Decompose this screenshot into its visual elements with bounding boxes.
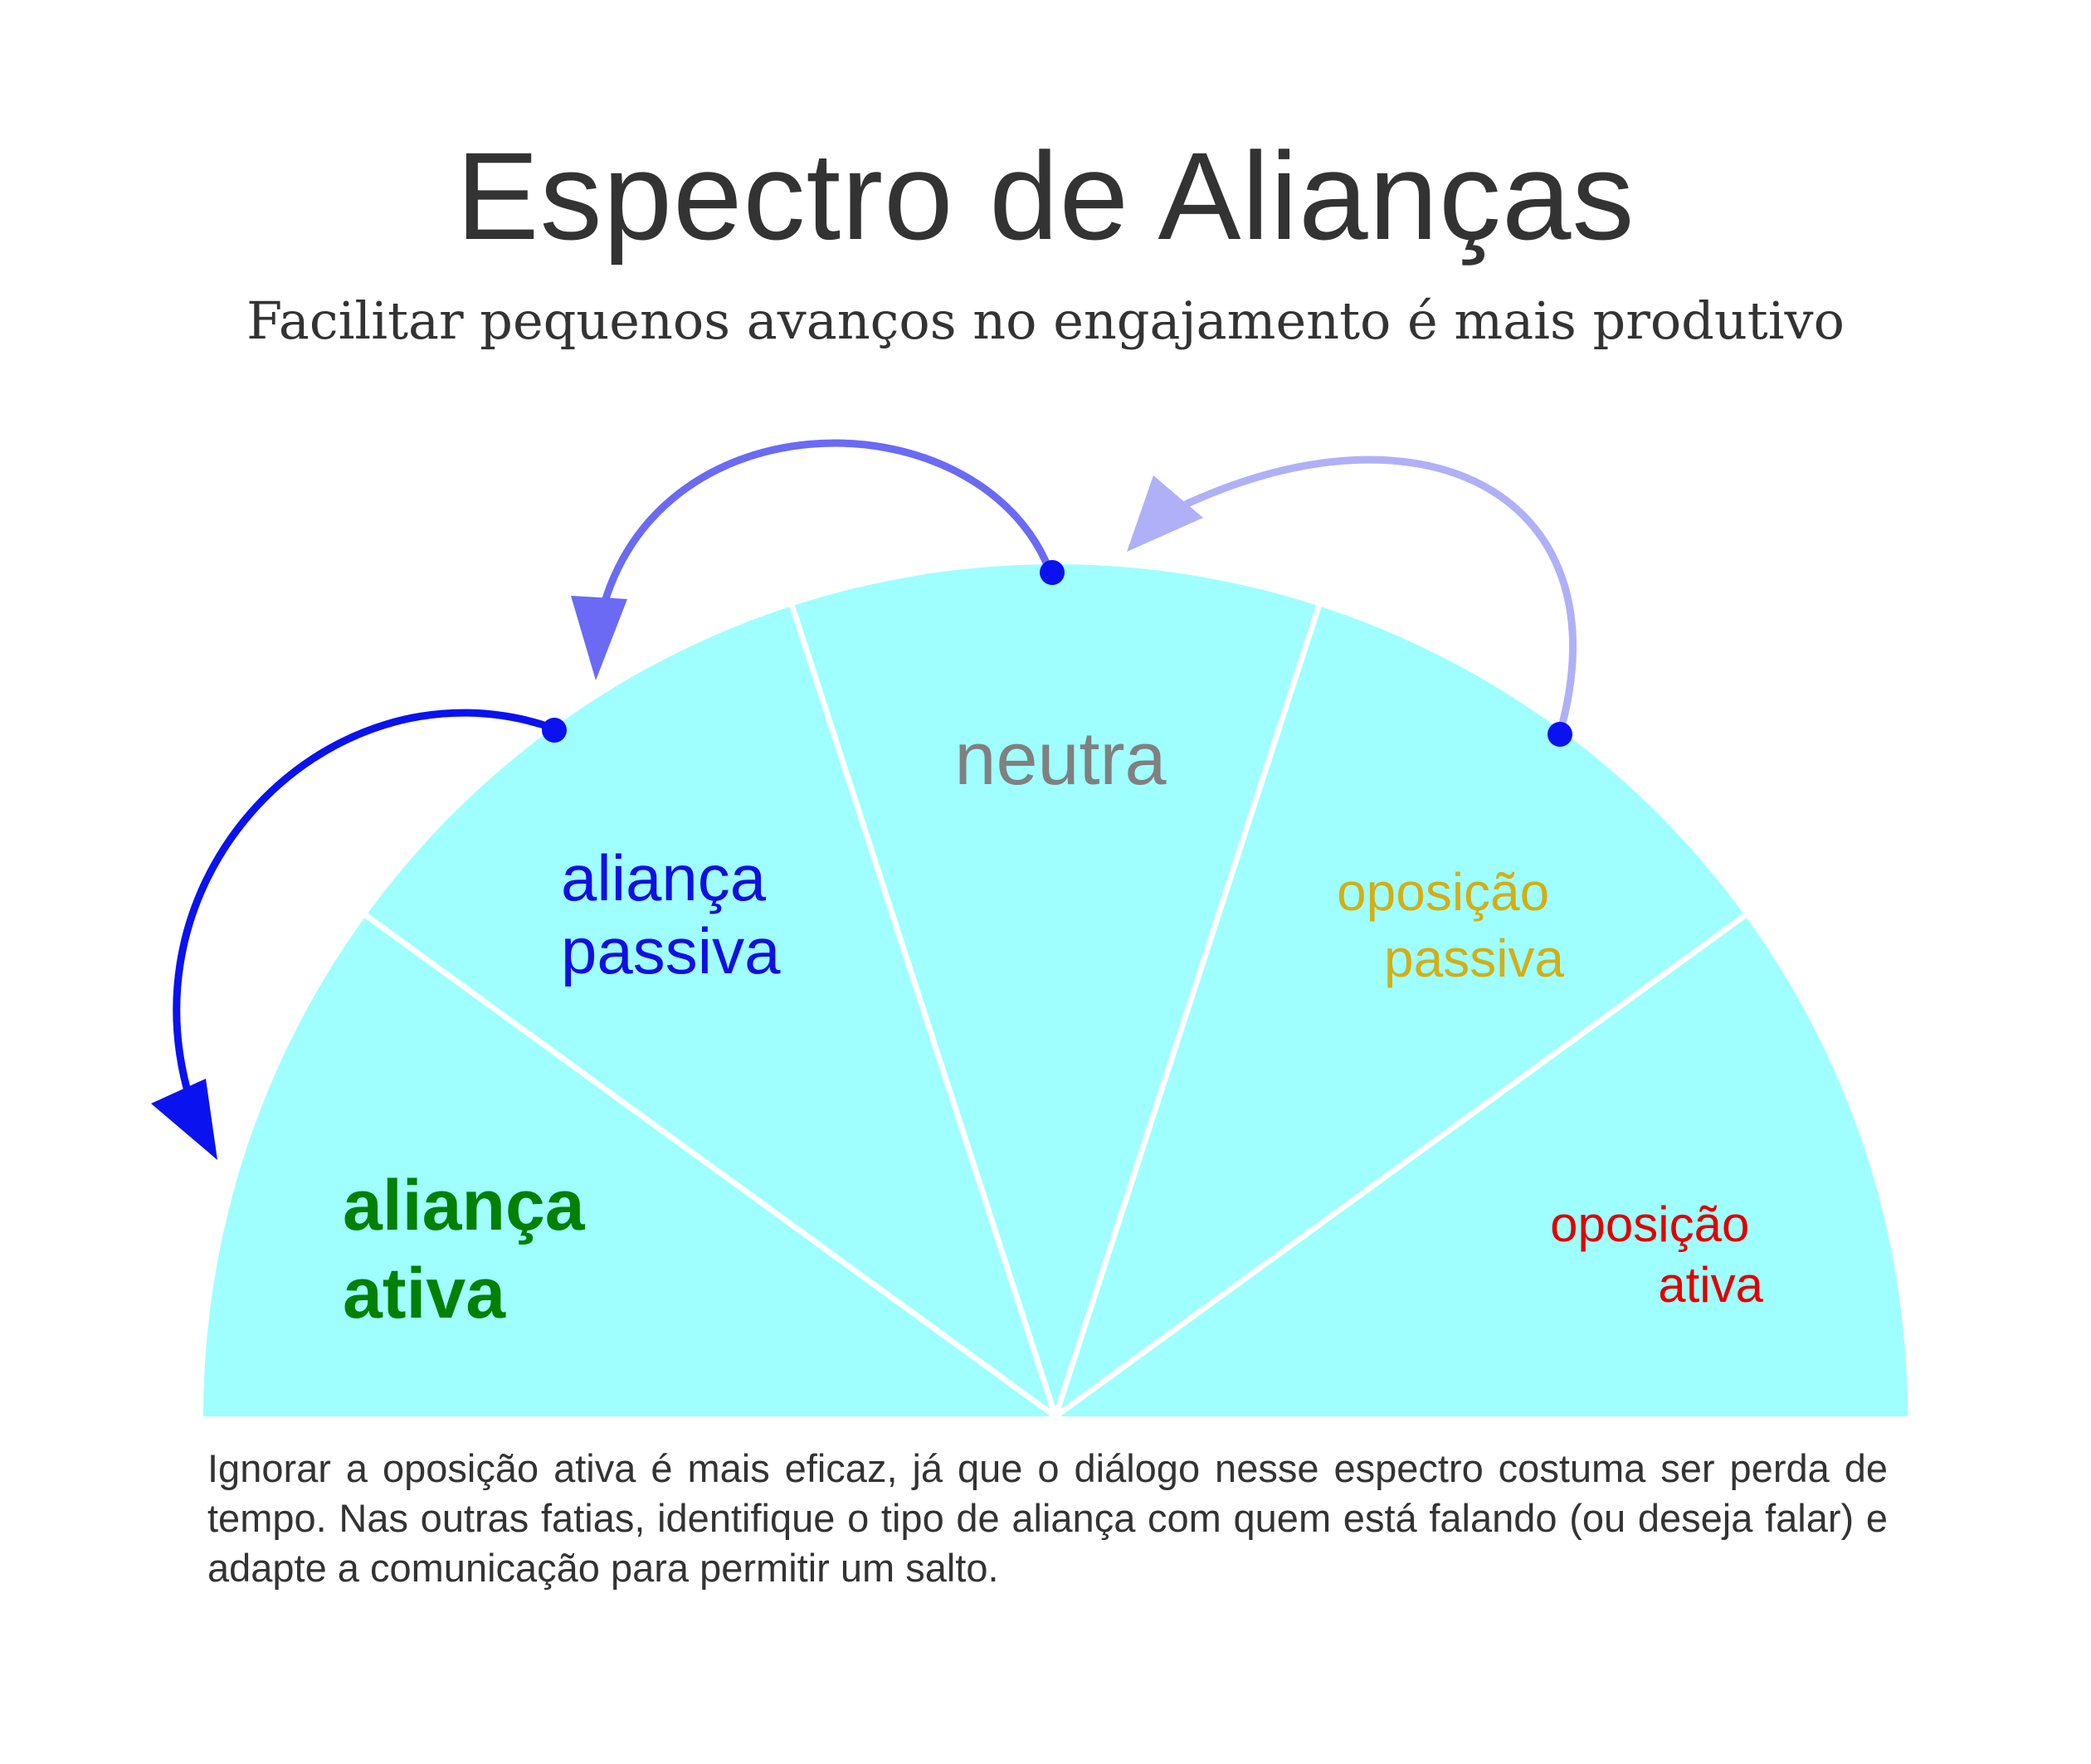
segment-label-line: oposição [1337, 862, 1549, 922]
arrowhead-icon [151, 1079, 217, 1160]
segment-label-oposicao-passiva: oposição passiva [1337, 862, 1564, 988]
segment-label-neutra: neutra [954, 718, 1167, 801]
segment-label-oposicao-ativa: oposição ativa [1550, 1196, 1763, 1313]
arrow-start-dot [1548, 722, 1572, 747]
segment-label-alianca-passiva: aliança passiva [561, 841, 784, 987]
segment-label-line: neutra [954, 718, 1167, 801]
segment-dividers [358, 598, 1752, 1419]
segment-label-line: ativa [343, 1254, 506, 1333]
segment-label-line: aliança [561, 841, 767, 914]
segment-label-line: oposição [1550, 1196, 1749, 1252]
diagram-caption: Ignorar a oposição ativa é mais eficaz, … [207, 1446, 1888, 1590]
arrow-start-dot [1040, 560, 1065, 585]
arrowhead-icon [571, 596, 627, 680]
diagram-subtitle: Facilitar pequenos avanços no engajament… [246, 290, 1845, 351]
segment-label-alianca-ativa: aliança ativa [343, 1166, 605, 1333]
arrow-passive-opposition-to-neutral [1177, 456, 1577, 734]
diagram-title: Espectro de Alianças [456, 126, 1635, 266]
arrowhead-icon [1127, 475, 1203, 552]
segment-label-line: passiva [561, 914, 781, 987]
segment-label-line: aliança [343, 1166, 586, 1245]
segment-divider [787, 598, 1059, 1418]
arrow-start-dot [542, 718, 567, 743]
segment-divider [1053, 909, 1752, 1419]
spectrum-fan [203, 564, 1908, 1416]
segment-label-line: ativa [1658, 1257, 1763, 1313]
segment-divider [358, 909, 1058, 1419]
segment-label-line: passiva [1384, 928, 1564, 988]
arrow-passive-to-active-alliance [173, 709, 556, 1147]
arrow-neutral-to-passive-alliance [592, 439, 1054, 644]
segment-divider [1052, 598, 1324, 1418]
